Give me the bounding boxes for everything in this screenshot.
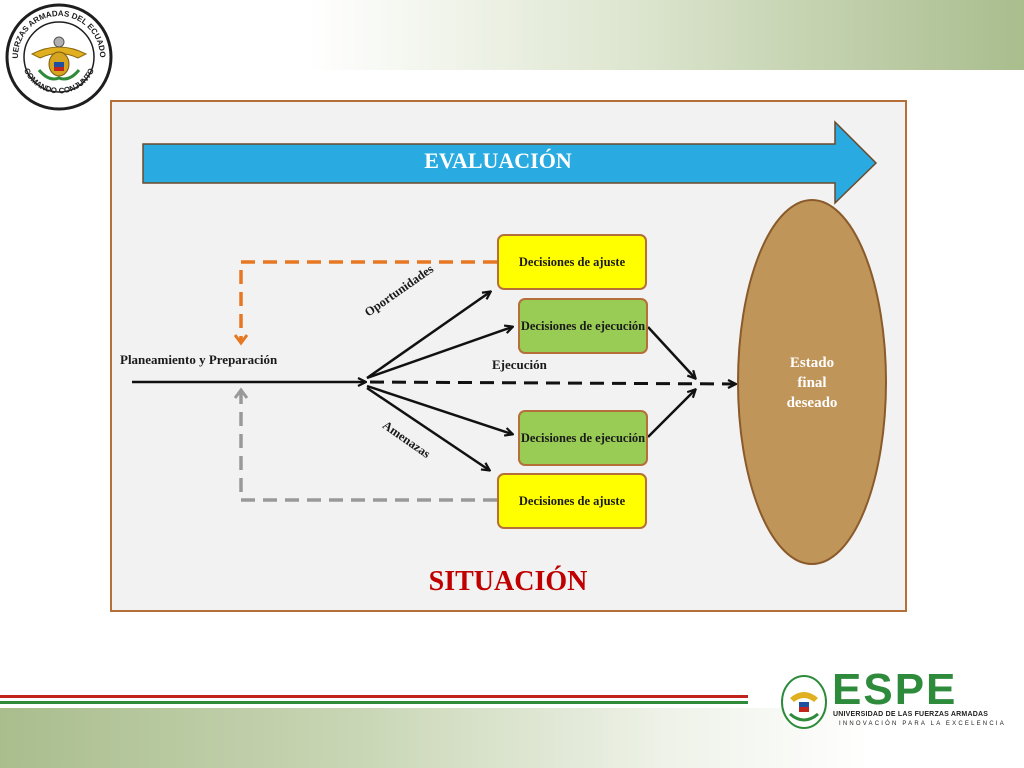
- execution-decisions-top: Decisiones de ejecución: [518, 298, 648, 354]
- evaluation-arrow: [142, 120, 878, 205]
- adjust-decisions-top-text: Decisiones de ajuste: [518, 255, 626, 269]
- espe-logo-word: ESPE: [832, 665, 958, 714]
- execution-dashed-line: [369, 382, 735, 384]
- execution-decisions-bottom-text: Decisiones de ejecución: [520, 431, 646, 445]
- adjust-decisions-top: Decisiones de ajuste: [497, 234, 647, 290]
- footer-stripe-green: [0, 701, 748, 704]
- planning-label: Planeamiento y Preparación: [120, 352, 278, 367]
- armed-forces-seal-icon: FUERZAS ARMADAS DEL ECUADOR COMANDO CONJ…: [4, 2, 113, 111]
- branch-arrow-exec-bottom: [366, 384, 512, 434]
- evaluation-label: EVALUACIÓN: [424, 148, 572, 173]
- execution-label: Ejecución: [492, 357, 547, 372]
- converge-arrow-bottom: [647, 390, 695, 438]
- header-band: [0, 0, 1024, 70]
- adjust-decisions-bottom: Decisiones de ajuste: [497, 473, 647, 529]
- end-state-label: Estado final deseado: [786, 355, 838, 411]
- execution-decisions-bottom: Decisiones de ejecución: [518, 410, 648, 466]
- espe-logo-icon: [781, 675, 827, 729]
- feedback-loop-orange: [241, 260, 497, 343]
- situation-label: SITUACIÓN: [428, 566, 588, 597]
- university-motto: INNOVACIÓN PARA LA EXCELENCIA: [839, 721, 1006, 727]
- footer-band: [0, 708, 1024, 768]
- branch-arrow-adjust-top: [366, 292, 490, 380]
- end-state-ellipse: [737, 199, 887, 565]
- branch-arrow-adjust-bottom: [366, 386, 489, 470]
- branch-arrow-exec-top: [366, 327, 512, 380]
- feedback-loop-grey: [241, 390, 497, 502]
- footer-stripe-red: [0, 695, 748, 698]
- converge-arrow-top: [647, 326, 695, 378]
- adjust-decisions-bottom-text: Decisiones de ajuste: [518, 494, 626, 508]
- university-name: UNIVERSIDAD DE LAS FUERZAS ARMADAS: [833, 711, 989, 718]
- execution-decisions-top-text: Decisiones de ejecución: [520, 319, 646, 333]
